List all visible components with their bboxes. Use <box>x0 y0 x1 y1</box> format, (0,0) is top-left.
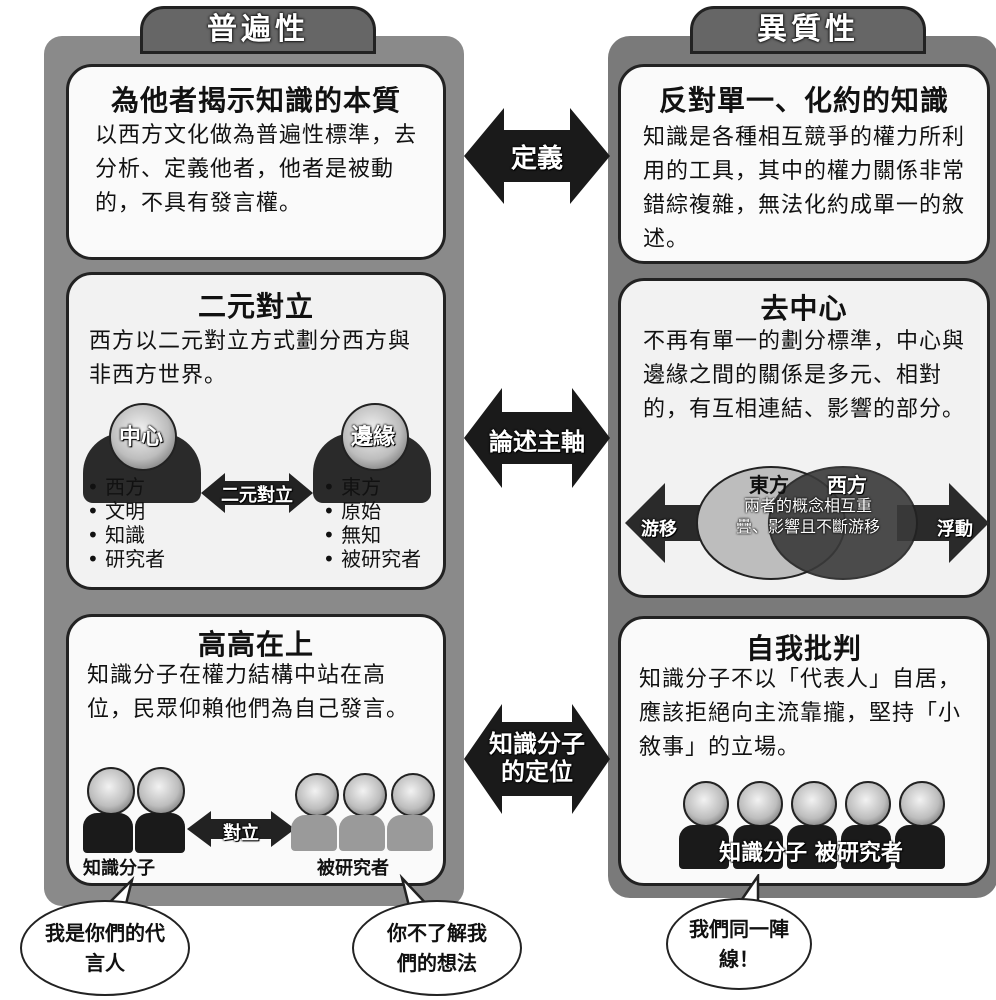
speech-bubble-misunderstood: 你不了解我們的想法 <box>352 900 522 996</box>
list-item: • 無知 <box>323 523 382 547</box>
speech-bubble-united: 我們同一陣線！ <box>666 898 812 990</box>
panel-text: 知識分子在權力結構中站在高位，民眾仰賴他們為自己發言。 <box>87 663 410 722</box>
list-item: • 原始 <box>323 499 382 523</box>
united-person-body <box>841 825 891 869</box>
discourse-connector-arrow <box>464 388 610 488</box>
intellectual-head <box>137 767 185 815</box>
list-item: • 知識 <box>87 523 146 547</box>
panel-title: 二元對立 <box>197 290 314 323</box>
positioning-connector-label: 知識分子的定位 <box>489 730 585 786</box>
opposition-arrow <box>187 811 295 847</box>
list-item: • 研究者 <box>87 547 166 571</box>
opposition-label: 對立 <box>223 823 259 844</box>
researched-head <box>391 773 435 817</box>
intellectual-group-label: 知識分子 <box>83 858 155 879</box>
float-arrow <box>897 483 989 563</box>
left-panel-universal-knowledge: 為他者揭示知識的本質 以西方文化做為普遍性標準，去分析、定義他者，他者是被動的，… <box>66 64 446 260</box>
edge-label: 邊緣 <box>350 425 395 450</box>
west-label: 西方 <box>827 473 867 497</box>
list-item: • 東方 <box>323 475 382 499</box>
intellectual-body <box>135 813 185 853</box>
left-panel-binary-opposition: 二元對立 西方以二元對立方式劃分西方與非西方世界。 中心 • 西方 • 文明 •… <box>66 272 446 590</box>
wander-arrow <box>625 483 717 563</box>
center-item-list: • 西方 • 文明 • 知識 • 研究者 <box>87 475 165 571</box>
panel-text: 知識分子不以「代表人」自居，應該拒絕向主流靠攏，堅持「小敘事」的立場。 <box>639 667 962 760</box>
right-panel-against-reduction: 反對單一、化約的知識 知識是各種相互競爭的權力所利用的工具，其中的權力關係非常錯… <box>618 64 990 264</box>
overlap-text: 兩者的概念相互重疊、影響且不斷游移 <box>735 496 880 536</box>
list-item: • 文明 <box>87 499 146 523</box>
binary-opposition-label: 二元對立 <box>221 485 293 506</box>
overlap-diagram <box>625 466 989 580</box>
researched-group-label: 被研究者 <box>317 858 389 879</box>
right-panel-self-critique: 自我批判 知識分子不以「代表人」自居，應該拒絕向主流靠攏，堅持「小敘事」的立場。… <box>618 616 990 886</box>
right-panel-decentering: 去中心 不再有單一的劃分標準，中心與邊緣之間的關係是多元、相對的，有互相連結、影… <box>618 278 990 598</box>
left-panel-high-above: 高高在上 知識分子在權力結構中站在高位，民眾仰賴他們為自己發言。 知識分子 對立… <box>66 614 446 886</box>
center-label: 中心 <box>118 425 163 450</box>
united-person-body <box>733 825 783 869</box>
discourse-connector-label: 論述主軸 <box>489 428 585 456</box>
float-label: 浮動 <box>937 519 973 540</box>
center-sphere <box>109 403 177 471</box>
panel-text: 西方以二元對立方式劃分西方與非西方世界。 <box>89 329 412 388</box>
edge-sphere <box>341 403 409 471</box>
left-tab-label: 普遍性 <box>207 12 309 47</box>
east-label: 東方 <box>749 473 789 497</box>
researched-head <box>295 773 339 817</box>
panel-text: 知識是各種相互競爭的權力所利用的工具，其中的權力關係非常錯綜複雜，無法化約成單一… <box>643 125 966 252</box>
panel-title: 反對單一、化約的知識 <box>658 84 949 117</box>
binary-opposition-arrow <box>201 473 313 513</box>
panel-title: 去中心 <box>760 292 848 325</box>
united-group-label: 知識分子 被研究者 <box>719 841 903 866</box>
positioning-connector-arrow <box>464 704 610 814</box>
definition-connector-arrow <box>464 108 610 204</box>
edge-item-list: • 東方 • 原始 • 無知 • 被研究者 <box>323 475 421 571</box>
united-person-head <box>737 781 783 827</box>
definition-connector-label: 定義 <box>510 144 563 174</box>
united-person-head <box>791 781 837 827</box>
right-tab-label: 異質性 <box>757 12 859 47</box>
west-circle <box>768 466 918 580</box>
united-person-head <box>899 781 945 827</box>
united-person-head <box>683 781 729 827</box>
panel-text: 不再有單一的劃分標準，中心與邊緣之間的關係是多元、相對的，有互相連結、影響的部分… <box>643 329 966 422</box>
panel-text: 以西方文化做為普遍性標準，去分析、定義他者，他者是被動的，不具有發言權。 <box>95 123 418 216</box>
united-person-body <box>787 825 837 869</box>
researched-head <box>343 773 387 817</box>
right-column-tab: 異質性 <box>690 6 926 54</box>
list-item: • 西方 <box>87 475 146 499</box>
researched-body <box>339 815 385 851</box>
united-person-body <box>895 825 945 869</box>
researched-body <box>291 815 337 851</box>
panel-title: 為他者揭示知識的本質 <box>110 84 401 117</box>
wander-label: 游移 <box>641 519 677 540</box>
united-person-body <box>679 825 729 869</box>
list-item: • 被研究者 <box>323 547 422 571</box>
panel-title: 高高在上 <box>197 628 314 661</box>
intellectual-body <box>83 813 133 853</box>
united-person-head <box>845 781 891 827</box>
intellectual-head <box>87 767 135 815</box>
speech-bubble-spokesperson: 我是你們的代言人 <box>20 900 190 996</box>
left-column-tab: 普遍性 <box>140 6 376 54</box>
researched-body <box>387 815 433 851</box>
panel-title: 自我批判 <box>745 632 862 665</box>
